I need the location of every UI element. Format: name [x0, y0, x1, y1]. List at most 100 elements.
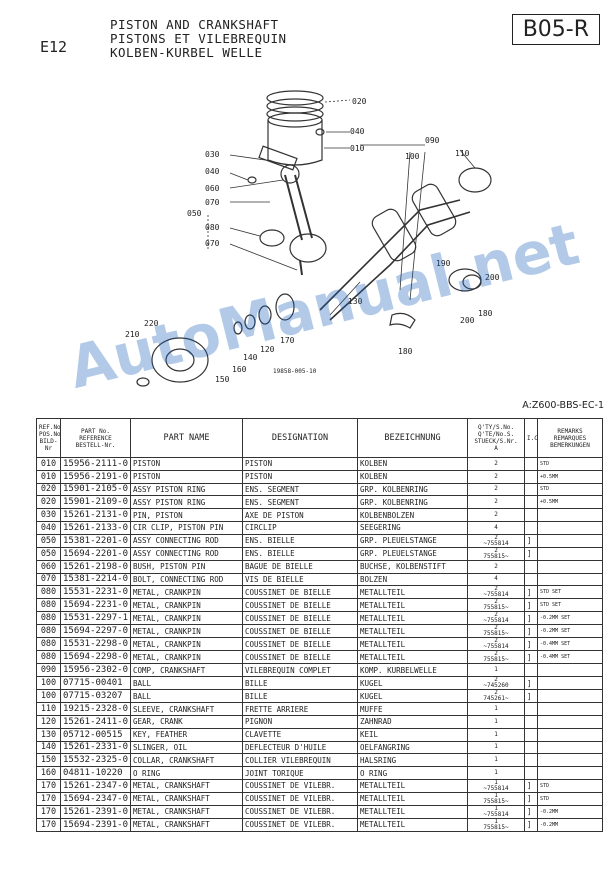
cell-bezeichnung: METALLTEIL [357, 791, 468, 806]
cell-ref: 060 [36, 559, 61, 574]
cell-part: 15956-2111-0 [60, 457, 131, 471]
callout-label: 210 [125, 330, 140, 339]
callout-label: 080 [205, 223, 220, 232]
cell-ic [524, 508, 538, 522]
cell-bezeichnung: KOLBEN [357, 469, 468, 484]
cell-designation: AXE DE PISTON [242, 508, 358, 522]
cell-part: 15694-2391-0 [60, 817, 131, 832]
cell-qty: 2 [467, 469, 525, 484]
cell-remarks [537, 572, 603, 587]
cell-name: PIN, PISTON [130, 508, 243, 522]
cell-ic: ] [524, 676, 538, 691]
cell-ref: 130 [36, 727, 61, 742]
cell-ref: 110 [36, 702, 61, 716]
cell-designation: VIS DE BIELLE [242, 572, 358, 587]
cell-bezeichnung: KOLBEN [357, 457, 468, 471]
cell-name: METAL, CRANKSHAFT [130, 778, 243, 793]
callout-label: 020 [352, 97, 367, 106]
connecting-rod-drawing [284, 174, 313, 241]
cell-ref: 030 [36, 508, 61, 522]
callout-label: 170 [280, 336, 295, 345]
cell-bezeichnung: GRP. KOLBENRING [357, 495, 468, 510]
cell-name: BALL [130, 689, 243, 704]
cell-remarks: STD [537, 791, 603, 806]
cell-designation: PISTON [242, 457, 358, 471]
callout-label: 070 [205, 239, 220, 248]
cell-part: 15956-2302-0 [60, 663, 131, 678]
cell-name: BOLT, CONNECTING ROD [130, 572, 243, 587]
cell-ic [524, 753, 538, 768]
cell-part: 15532-2325-0 [60, 753, 131, 768]
cell-part: 15381-2201-0 [60, 533, 131, 548]
cell-remarks [537, 740, 603, 755]
cell-ic: ] [524, 624, 538, 639]
cell-ref: 010 [36, 469, 61, 484]
cell-designation: ENS. SEGMENT [242, 495, 358, 510]
cell-name: METAL, CRANKPIN [130, 650, 243, 665]
cell-ref: 070 [36, 572, 61, 587]
cell-designation: COUSSINET DE BIELLE [242, 650, 358, 665]
cell-remarks [537, 676, 603, 691]
cell-ref: 010 [36, 457, 61, 471]
cell-remarks: STD SET [537, 585, 603, 600]
cell-part: 07715-03207 [60, 689, 131, 704]
cell-part: 15694-2297-0 [60, 624, 131, 639]
cell-bezeichnung: METALLTEIL [357, 817, 468, 832]
cell-qty: 1 ~755814 [467, 778, 525, 793]
callout-label: 090 [425, 136, 440, 145]
cell-ref: 170 [36, 778, 61, 793]
cell-bezeichnung: SEEGERING [357, 520, 468, 535]
cell-name: SLEEVE, CRANKSHAFT [130, 702, 243, 716]
cell-qty: 1 ~755814 [467, 804, 525, 819]
cell-qty: 4 [467, 572, 525, 587]
cell-designation: COUSSINET DE BIELLE [242, 585, 358, 600]
cell-remarks [537, 753, 603, 768]
cell-qty: 1 [467, 766, 525, 780]
cell-ic [524, 559, 538, 574]
callout-label: 050 [187, 209, 202, 218]
cell-designation: ENS. BIELLE [242, 533, 358, 548]
diagram-code: 19858-005-10 [273, 368, 317, 375]
callout-label: 060 [205, 184, 220, 193]
cell-bezeichnung: METALLTEIL [357, 637, 468, 652]
cell-remarks: -0.2MM [537, 817, 603, 832]
cell-name: BALL [130, 676, 243, 691]
cell-ic [524, 469, 538, 484]
callout-label: 010 [350, 144, 365, 153]
callout-label: 160 [232, 365, 247, 374]
cell-name: ASSY PISTON RING [130, 495, 243, 510]
cell-ref: 020 [36, 482, 61, 497]
cell-remarks [537, 727, 603, 742]
cell-qty: 2 ~755814 [467, 585, 525, 600]
cell-ref: 170 [36, 817, 61, 832]
cell-bezeichnung: KEIL [357, 727, 468, 742]
cell-designation: COUSSINET DE BIELLE [242, 637, 358, 652]
cell-remarks [537, 559, 603, 574]
callout-label: 180 [398, 347, 413, 356]
cell-ref: 080 [36, 598, 61, 613]
cell-ref: 140 [36, 740, 61, 755]
cell-bezeichnung: METALLTEIL [357, 598, 468, 613]
cell-remarks: +0.5MM [537, 469, 603, 484]
cell-ref: 100 [36, 676, 61, 691]
cell-ref: 160 [36, 766, 61, 780]
cell-ic: ] [524, 817, 538, 832]
col-part-header: PART No. REFERENCE BESTELL-Nr. [60, 418, 131, 458]
callout-label: 140 [243, 353, 258, 362]
cell-ref: 050 [36, 533, 61, 548]
cell-bezeichnung: METALLTEIL [357, 624, 468, 639]
cell-qty: 2 ~755814 [467, 533, 525, 548]
cell-bezeichnung: KUGEL [357, 689, 468, 704]
pulley-drawing [151, 337, 209, 383]
